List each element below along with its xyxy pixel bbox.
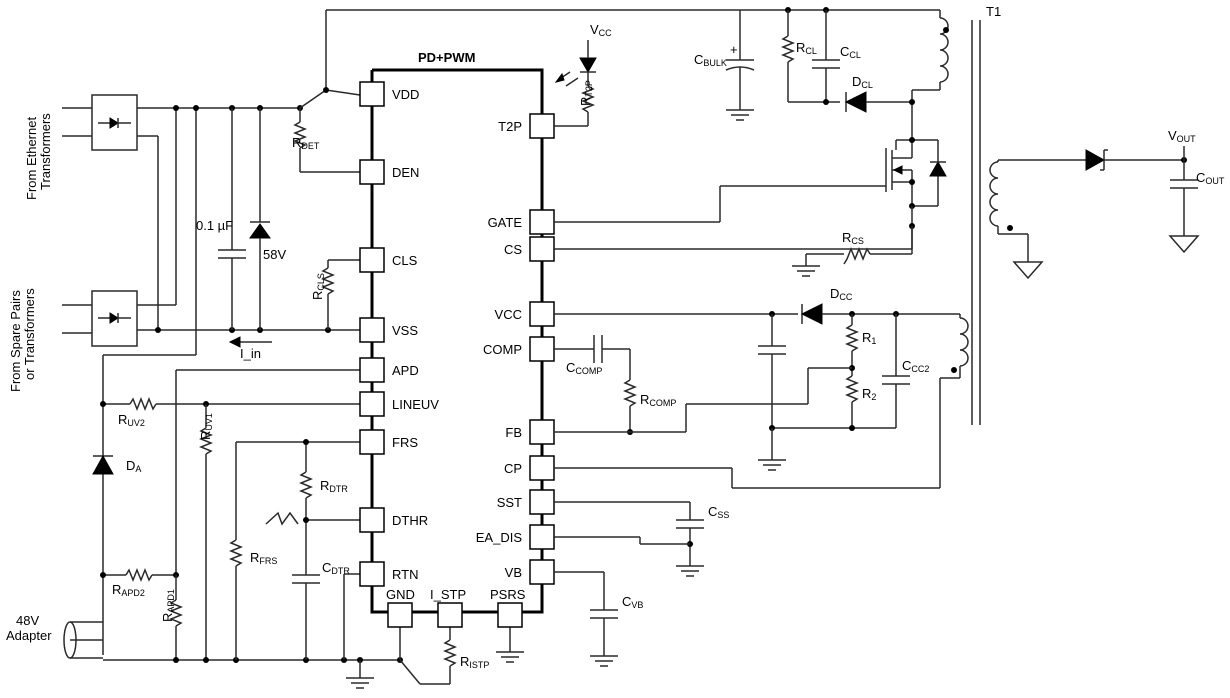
aux-winding bbox=[959, 317, 969, 367]
dcc-label: DCC bbox=[830, 286, 853, 302]
current-label: I_in bbox=[240, 346, 261, 361]
cout-label: COUT bbox=[1196, 170, 1225, 186]
ccomp-label: CCOMP bbox=[566, 360, 602, 376]
dcl-label: DCL bbox=[852, 74, 873, 90]
vcc-top-label: VCC bbox=[590, 22, 612, 38]
pin-sst: SST bbox=[497, 495, 522, 510]
rapd2-label: RAPD2 bbox=[112, 582, 145, 598]
rcl-label: RCL bbox=[796, 40, 817, 56]
ruv1-label: RUV1 bbox=[198, 413, 214, 440]
bottom-pins bbox=[387, 602, 523, 628]
pin-rtn: RTN bbox=[392, 567, 418, 582]
ruv2-label: RUV2 bbox=[118, 412, 145, 428]
diode-dcc bbox=[800, 303, 823, 325]
pin-ea-dis: EA_DIS bbox=[476, 530, 523, 545]
adapter-label: 48V Adapter bbox=[6, 613, 52, 643]
adapter-connector bbox=[63, 621, 103, 659]
pin-vb: VB bbox=[505, 565, 522, 580]
ccc2-label: CCC2 bbox=[902, 358, 929, 374]
pin-gnd: GND bbox=[386, 587, 415, 602]
ccl-label: CCL bbox=[840, 44, 861, 60]
left-pins bbox=[359, 81, 385, 587]
ethernet-input-label: From Ethernet Transformers bbox=[24, 113, 53, 200]
spare-pairs-bridge-rectifier bbox=[91, 290, 138, 347]
cdtr-label: CDTR bbox=[322, 560, 350, 576]
ramp-waveform-icon bbox=[265, 511, 299, 526]
pin-apd: APD bbox=[392, 363, 419, 378]
current-arrow bbox=[228, 336, 272, 348]
input-capacitor-value: 0.1 µF bbox=[196, 218, 233, 233]
pin-t2p: T2P bbox=[498, 119, 522, 134]
rcls-label: RCLS bbox=[310, 273, 326, 300]
pin-fb: FB bbox=[505, 425, 522, 440]
pin-i-stp: I_STP bbox=[430, 587, 466, 602]
pin-gate: GATE bbox=[488, 215, 523, 230]
pin-cls: CLS bbox=[392, 253, 418, 268]
rfrs-label: RFRS bbox=[250, 550, 277, 566]
ethernet-bridge-rectifier bbox=[91, 94, 138, 151]
css-label: CSS bbox=[708, 504, 729, 520]
rdtr-label: RDTR bbox=[320, 478, 348, 494]
zener-value: 58V bbox=[263, 247, 286, 262]
pin-vcc: VCC bbox=[495, 307, 522, 322]
pin-vss: VSS bbox=[392, 323, 418, 338]
r2-label: R2 bbox=[862, 386, 876, 402]
input-capacitor bbox=[218, 108, 246, 330]
pin-cp: CP bbox=[504, 461, 522, 476]
rcs-label: RCS bbox=[842, 230, 864, 246]
r1-label: R1 bbox=[862, 330, 876, 346]
diode-da bbox=[92, 454, 114, 475]
cbulk-label: CBULK bbox=[694, 52, 727, 68]
power-mosfet bbox=[885, 139, 947, 207]
da-label: DA bbox=[126, 458, 141, 474]
pin-vdd: VDD bbox=[392, 87, 419, 102]
transformer-label: T1 bbox=[986, 4, 1001, 19]
secondary-winding bbox=[989, 161, 999, 227]
pin-lineuv: LINEUV bbox=[392, 397, 439, 412]
vout-label: VOUT bbox=[1168, 128, 1196, 144]
spare-pairs-input-label: From Spare Pairs or Transformers bbox=[8, 287, 37, 393]
pin-frs: FRS bbox=[392, 435, 418, 450]
pin-den: DEN bbox=[392, 165, 419, 180]
chip-title: PD+PWM bbox=[418, 50, 475, 65]
diode-dcl bbox=[844, 91, 867, 113]
rcomp-label: RCOMP bbox=[640, 392, 676, 408]
cvb-label: CVB bbox=[622, 594, 643, 610]
ristp-label: RISTP bbox=[460, 654, 489, 670]
pin-cs: CS bbox=[504, 242, 522, 257]
tvs-zener-diode bbox=[249, 108, 271, 330]
pin-psrs: PSRS bbox=[490, 587, 526, 602]
cbulk-plus: + bbox=[730, 42, 738, 57]
pin-dthr: DTHR bbox=[392, 513, 428, 528]
rapd1-label: RAPD1 bbox=[160, 589, 176, 622]
rt2p-label: RT2P bbox=[578, 80, 594, 106]
pin-comp: COMP bbox=[483, 342, 522, 357]
rdet-label: RDET bbox=[292, 135, 320, 151]
